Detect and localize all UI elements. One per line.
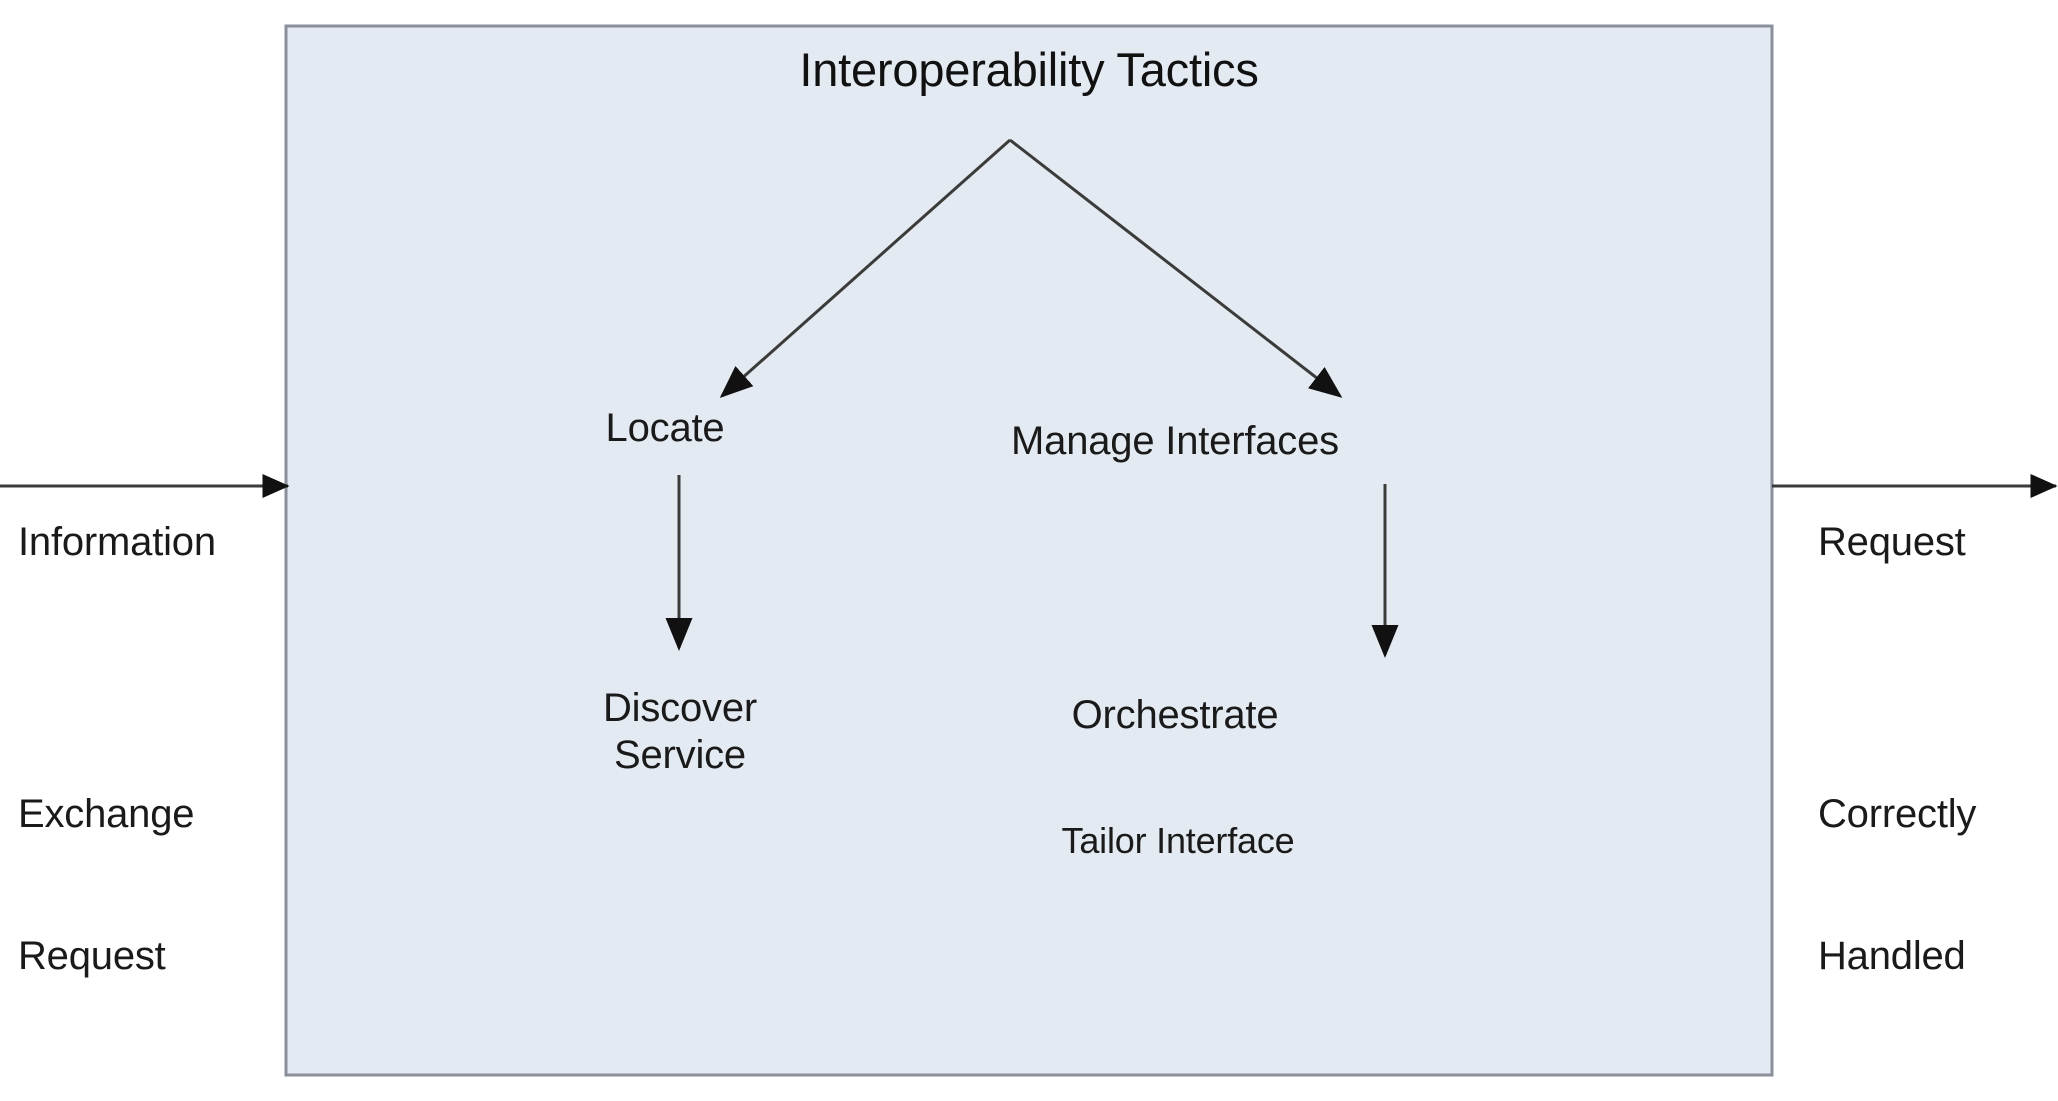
output-flow-label-line-2: Correctly	[1818, 792, 1977, 837]
output-flow-label-line-1: Request	[1818, 520, 1966, 565]
input-flow-label-line-2: Exchange	[18, 792, 195, 837]
output-flow-label: Request Correctly Handled	[1818, 425, 1976, 1101]
input-flow-label-line-3: Request	[18, 933, 166, 978]
input-flow-label: Information Exchange Request	[18, 425, 216, 1101]
node-orchestrate: Orchestrate	[1071, 693, 1279, 737]
branch-arrow-to-manage-interfaces	[1009, 138, 1343, 398]
output-flow-label-line-3: Handled	[1818, 933, 1966, 978]
page-title: Interoperability Tactics	[799, 43, 1259, 96]
node-manage-interfaces: Manage Interfaces	[1011, 419, 1339, 463]
node-discover-service: Discover Service	[603, 686, 757, 778]
node-locate: Locate	[605, 406, 725, 450]
branch-arrow-to-locate	[719, 138, 1011, 398]
input-flow-label-line-1: Information	[18, 520, 216, 565]
interoperability-container-box	[284, 24, 1774, 1077]
node-tailor-interface: Tailor Interface	[1061, 820, 1295, 861]
